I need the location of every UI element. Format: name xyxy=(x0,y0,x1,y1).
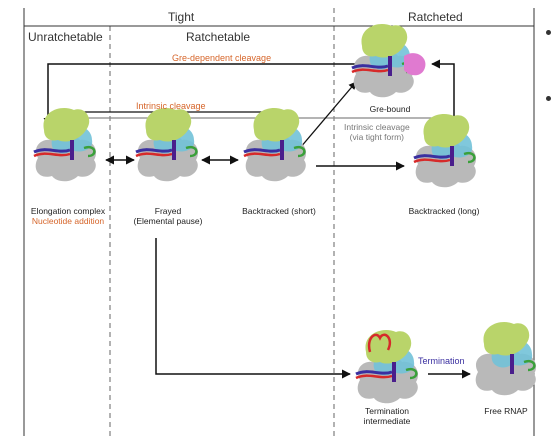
elongation-complex-icon xyxy=(32,106,98,183)
intrinsic-cleavage-label: Intrinsic cleavage xyxy=(136,101,206,111)
backtracked-long-icon xyxy=(412,112,478,189)
termination-caption-line1: Termination xyxy=(365,406,409,416)
termination-intermediate-caption: Termination intermediate xyxy=(346,406,428,426)
bullet-marker xyxy=(546,30,551,35)
header-ratchetable: Ratchetable xyxy=(186,30,251,44)
backtracked-short-icon xyxy=(242,106,308,183)
elongation-caption: Elongation complex Nucleotide addition xyxy=(22,206,114,226)
gre-dependent-cleavage-arrow xyxy=(43,63,356,127)
long-to-gre-arrow xyxy=(431,59,455,124)
free-rnap-caption: Free RNAP xyxy=(484,406,528,416)
frayed-to-termination-arrow xyxy=(155,238,351,379)
backtracked-long-caption: Backtracked (long) xyxy=(408,206,480,216)
header-unratchetable: Unratchetable xyxy=(28,30,103,44)
header-tight: Tight xyxy=(168,10,195,24)
short-to-gre-arrow xyxy=(299,81,357,149)
bullet-marker xyxy=(546,96,551,101)
gre-dependent-cleavage-label: Gre-dependent cleavage xyxy=(172,53,272,63)
frayed-complex-icon xyxy=(134,106,200,183)
gre-bound-icon xyxy=(350,22,426,99)
header-ratcheted: Ratcheted xyxy=(408,10,463,24)
elongation-caption-line2: Nucleotide addition xyxy=(31,216,105,226)
frayed-caption-line1: Frayed xyxy=(154,206,182,216)
frayed-caption-line2: (Elemental pause) xyxy=(133,216,203,226)
intrinsic-cleavage-tight-line2: (via tight form) xyxy=(349,132,404,142)
intrinsic-cleavage-tight-line1: Intrinsic cleavage xyxy=(344,122,410,132)
termination-label: Termination xyxy=(418,356,465,366)
backtracked-short-caption: Backtracked (short) xyxy=(242,206,316,216)
gre-bound-caption: Gre-bound xyxy=(369,104,411,114)
intrinsic-cleavage-tight-label: Intrinsic cleavage (via tight form) xyxy=(344,122,410,142)
frayed-caption: Frayed (Elemental pause) xyxy=(124,206,212,226)
termination-caption-line2: intermediate xyxy=(363,416,411,426)
elongation-caption-line1: Elongation complex xyxy=(30,206,106,216)
termination-intermediate-icon xyxy=(354,328,420,405)
free-rnap-icon xyxy=(475,322,537,396)
